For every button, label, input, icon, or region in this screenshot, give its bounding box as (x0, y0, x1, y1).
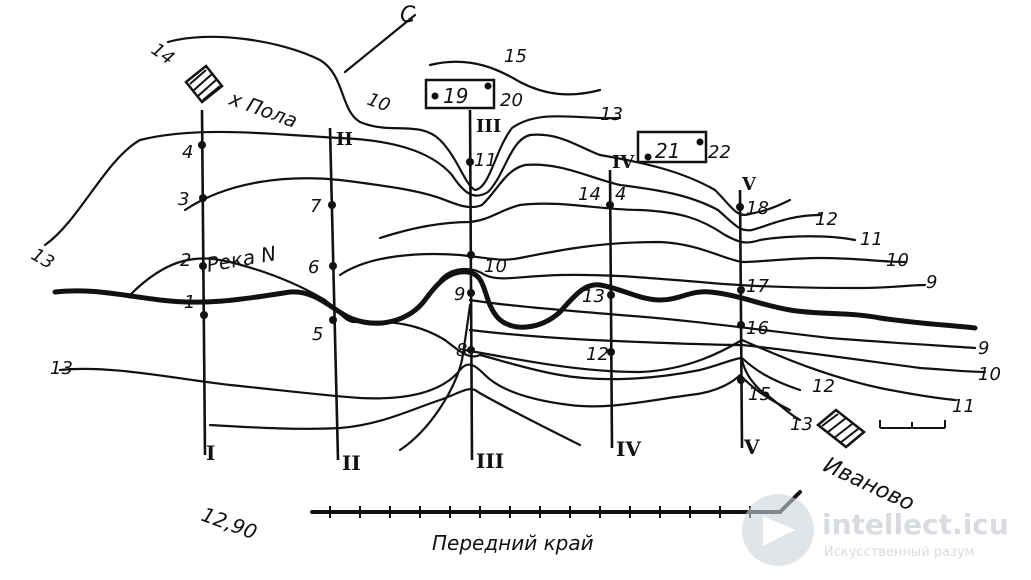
contour-label-r9b: 9 (978, 338, 989, 359)
profile-line-2 (328, 127, 340, 461)
profile-line-4 (608, 169, 614, 449)
point-7: 7 (310, 196, 322, 217)
contour-15 (428, 60, 602, 96)
river-n (52, 269, 978, 331)
watermark-sub: Искусственный разум (824, 545, 974, 560)
front-edge-bar (310, 490, 802, 518)
profile-4-top: IV (612, 152, 635, 173)
profile-5-bottom: V (743, 435, 760, 459)
point-3: 3 (178, 189, 189, 210)
contour-12 (183, 163, 822, 232)
village-ivanovo-label: Иваново (819, 453, 918, 517)
contour-label-r9a: 9 (926, 272, 937, 293)
contour-12-lower (128, 257, 802, 392)
profile-line-1 (200, 109, 207, 456)
contour-13-upper (43, 130, 792, 247)
north-label: С (400, 3, 416, 28)
profile-1-bottom: I (206, 441, 215, 465)
contour-9 (438, 267, 927, 290)
point-11: 11 (474, 150, 497, 171)
front-edge-label: Передний край (432, 531, 594, 555)
contour-label-r11b: 11 (952, 396, 975, 417)
point-9: 9 (454, 284, 465, 305)
watermark: intellect.icu Искусственный разум (742, 494, 1009, 566)
contour-label-r13: 13 (790, 414, 813, 435)
contour-10-lower (468, 328, 987, 374)
contour-upper-10 (343, 13, 417, 74)
point-17: 17 (746, 276, 769, 297)
point-5: 5 (312, 324, 323, 345)
contour-lines (43, 13, 987, 452)
profile-3-top: III (476, 116, 501, 137)
contour-label-r12: 12 (815, 209, 838, 230)
contour-14 (166, 35, 622, 192)
contour-label-r10: 10 (886, 250, 909, 271)
point-19: 19 (443, 84, 468, 108)
point-21: 21 (655, 139, 680, 163)
profile-2-bottom: II (342, 451, 361, 475)
profile-2-top: II (336, 129, 353, 150)
corner-code: 12,90 (198, 502, 260, 544)
point-15: 15 (748, 384, 771, 405)
contour-9-lower (468, 298, 977, 350)
point-6: 6 (308, 257, 319, 278)
contour-label-15: 15 (504, 46, 527, 67)
point-12: 12 (586, 344, 609, 365)
point-10: 10 (484, 256, 507, 277)
contour-11-lower (463, 338, 957, 402)
village-pola-label: х Пола (225, 86, 300, 133)
contour-13-bottom (208, 388, 582, 447)
profile-5-top: V (741, 174, 757, 195)
point-2: 2 (180, 250, 191, 271)
contour-10 (338, 240, 907, 277)
benchmark-21: 21 (636, 130, 708, 164)
point-16: 16 (746, 318, 769, 339)
watermark-name: intellect.icu (822, 508, 1009, 541)
profile-line-5 (738, 189, 744, 449)
contour-label-13c: 13 (50, 358, 73, 379)
contour-label-r11: 11 (860, 229, 883, 250)
point-4b: 4 (615, 184, 626, 205)
point-13: 13 (582, 286, 605, 307)
contour-13-lower (58, 363, 792, 412)
contour-label-r10b: 10 (978, 364, 1001, 385)
benchmark-19: 19 (424, 78, 496, 110)
profile-4-bottom: IV (616, 437, 641, 461)
contour-label-r12b: 12 (812, 376, 835, 397)
contour-v-hill (740, 358, 802, 422)
point-8: 8 (456, 340, 467, 361)
river-label: Река N (205, 241, 278, 277)
contour-label-10a: 10 (364, 89, 393, 117)
contour-label-20: 20 (500, 90, 523, 111)
point-1: 1 (184, 292, 195, 313)
point-4: 4 (182, 142, 193, 163)
village-ivanovo-symbol (816, 408, 866, 449)
profile-3-bottom: III (476, 449, 504, 473)
contour-valley (398, 303, 472, 452)
village-pola-symbol (184, 64, 224, 104)
contour-label-14: 14 (147, 39, 178, 69)
point-18: 18 (746, 198, 769, 219)
contour-label-13a: 13 (600, 104, 623, 125)
point-14: 14 (578, 184, 601, 205)
survey-dots (198, 141, 745, 384)
contour-11 (378, 202, 857, 244)
profile-lines (200, 109, 744, 461)
profile-line-3 (468, 109, 474, 461)
scale-mark (879, 420, 946, 429)
contour-label-13b: 13 (28, 244, 58, 274)
contour-label-22: 22 (708, 142, 731, 163)
